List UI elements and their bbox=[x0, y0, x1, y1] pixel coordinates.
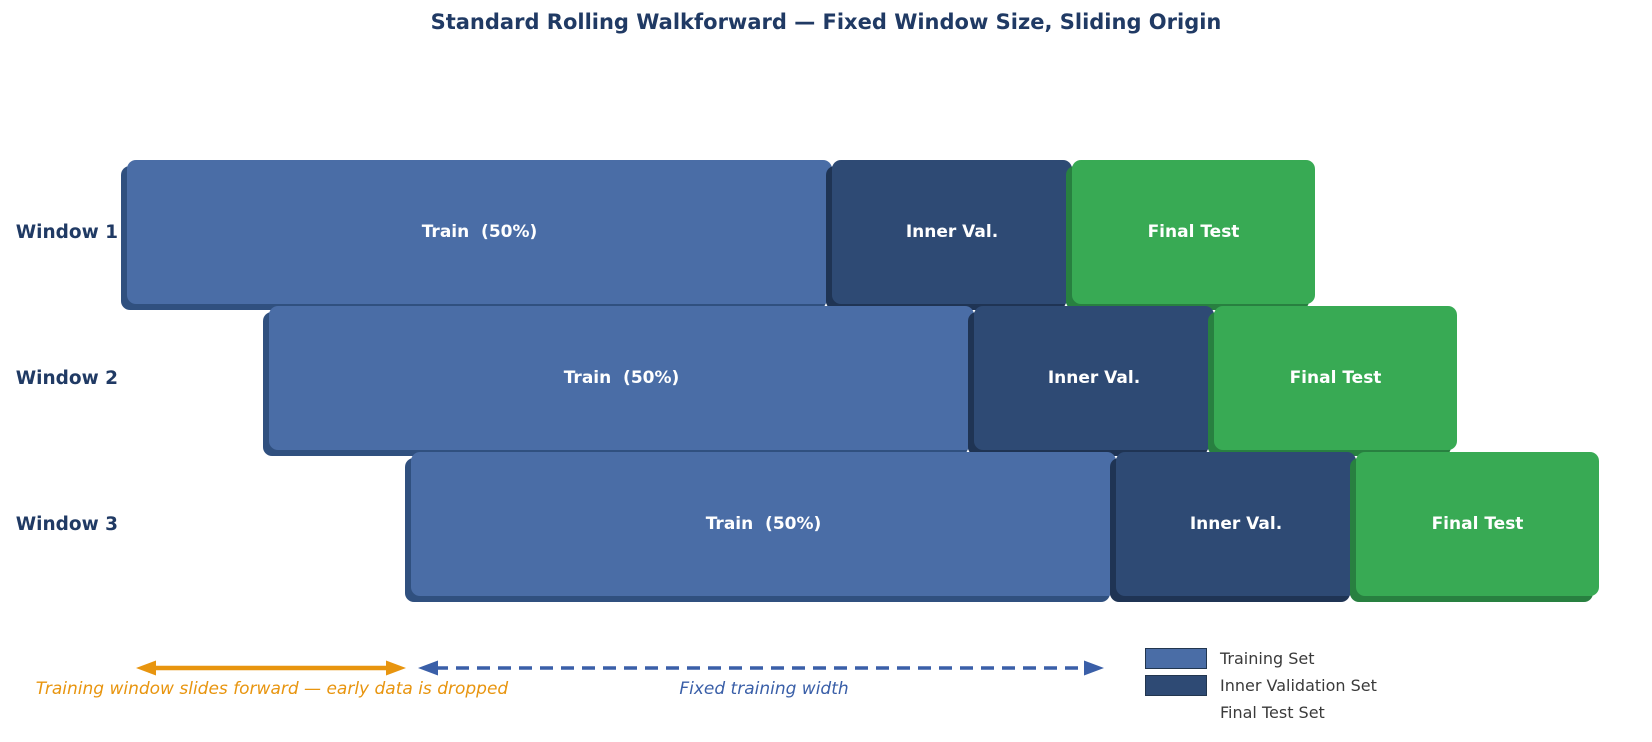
window-2-train-bar: Train (50%) bbox=[269, 306, 974, 450]
legend-label: Final Test Set bbox=[1220, 703, 1325, 722]
train-bar-label: Train (50%) bbox=[705, 514, 822, 534]
train-bar-label: Train (50%) bbox=[421, 222, 538, 242]
slide-forward-arrow-icon bbox=[136, 660, 406, 676]
fixed-width-annotation: Fixed training width bbox=[679, 679, 849, 699]
slide-forward-annotation: Training window slides forward — early d… bbox=[35, 679, 509, 699]
legend-swatch-inner-validation-set bbox=[1145, 675, 1207, 696]
final-test-bar-label: Final Test bbox=[1431, 514, 1524, 534]
inner-val-bar-label: Inner Val. bbox=[905, 222, 999, 242]
window-2-inner-val-bar: Inner Val. bbox=[974, 306, 1214, 450]
window-1-label: Window 1 bbox=[15, 221, 118, 243]
window-3-label: Window 3 bbox=[15, 513, 118, 535]
inner-val-bar-label: Inner Val. bbox=[1189, 514, 1283, 534]
legend-item-inner-validation-set: Inner Validation Set bbox=[1145, 675, 1377, 696]
legend-label: Inner Validation Set bbox=[1220, 676, 1377, 695]
window-3-inner-val-bar: Inner Val. bbox=[1116, 452, 1356, 596]
page-title: Standard Rolling Walkforward — Fixed Win… bbox=[430, 10, 1222, 34]
window-1-inner-val-bar: Inner Val. bbox=[832, 160, 1072, 304]
window-2-label: Window 2 bbox=[15, 367, 118, 389]
window-1-train-bar: Train (50%) bbox=[127, 160, 832, 304]
legend-label: Training Set bbox=[1220, 649, 1315, 668]
final-test-bar-label: Final Test bbox=[1147, 222, 1240, 242]
window-3-final-test-bar: Final Test bbox=[1356, 452, 1599, 596]
legend-item-final-test-set: Final Test Set bbox=[1145, 702, 1377, 723]
window-3-train-bar: Train (50%) bbox=[411, 452, 1116, 596]
final-test-bar-label: Final Test bbox=[1289, 368, 1382, 388]
legend: Training Set Inner Validation Set Final … bbox=[1145, 648, 1377, 729]
legend-item-training-set: Training Set bbox=[1145, 648, 1377, 669]
window-1-final-test-bar: Final Test bbox=[1072, 160, 1315, 304]
train-bar-label: Train (50%) bbox=[563, 368, 680, 388]
window-2-final-test-bar: Final Test bbox=[1214, 306, 1457, 450]
legend-swatch-training-set bbox=[1145, 648, 1207, 669]
fixed-width-arrow-icon bbox=[418, 660, 1104, 676]
inner-val-bar-label: Inner Val. bbox=[1047, 368, 1141, 388]
